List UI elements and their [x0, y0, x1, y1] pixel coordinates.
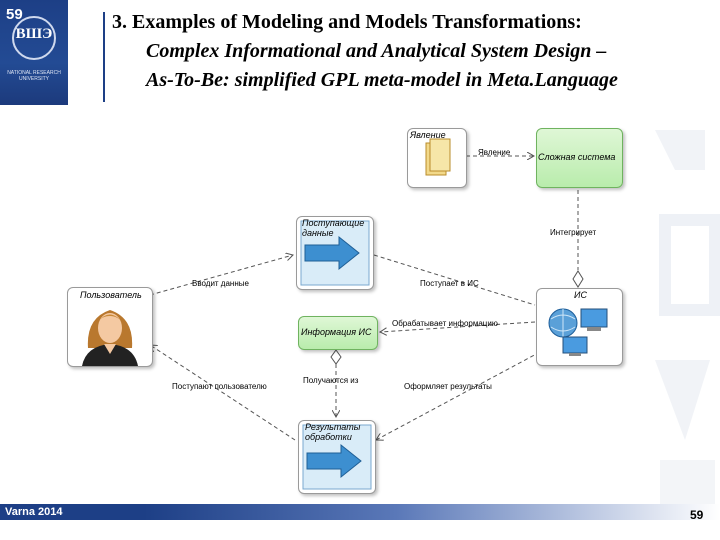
results-label: Результаты обработки [305, 422, 361, 442]
arrow-right-icon [302, 424, 372, 490]
watermark-decoration [655, 130, 720, 505]
page-number: 59 [690, 508, 704, 522]
incoming-data-label: Поступающие данные [302, 218, 365, 238]
footer-text: Varna 2014 [5, 506, 63, 518]
edge-is-information [380, 321, 536, 332]
aggregation-diamond-is [572, 270, 584, 288]
logo-letters: ВШЭ [15, 26, 53, 42]
edge-label-forms: Оформляет результаты [404, 382, 492, 391]
incoming-data-node[interactable] [296, 216, 374, 290]
information-label: Информация ИС [301, 327, 372, 337]
edge-label-phenomenon: Явление [478, 148, 511, 157]
edge-results-user [150, 345, 296, 441]
title-line-1: 3. Examples of Modeling and Models Trans… [112, 11, 582, 33]
complex-system-node[interactable] [536, 128, 623, 188]
edge-label-processes: Обрабатывает информацию [392, 319, 498, 328]
university-logo [12, 16, 56, 60]
edge-label-integrates: Интегрирует [550, 228, 597, 237]
logo-caption: NATIONAL RESEARCH UNIVERSITY [7, 70, 61, 82]
title-line-2: Complex Informational and Analytical Sys… [146, 40, 607, 62]
edge-label-obtained: Получаются из [303, 376, 359, 385]
edge-label-delivered: Поступают пользователю [172, 382, 267, 391]
user-label: Пользователь [80, 290, 142, 300]
is-label: ИС [574, 290, 587, 300]
complex-system-label: Сложная система [538, 152, 616, 162]
is-node[interactable] [536, 288, 623, 366]
user-node[interactable] [67, 287, 153, 367]
user-avatar-icon [82, 310, 138, 366]
slide-title: 3. Examples of Modeling and Models Trans… [112, 8, 717, 95]
document-icon [425, 138, 451, 176]
slide-number-top: 59 [6, 6, 23, 23]
title-line-3: As-To-Be: simplified GPL meta-model in M… [146, 69, 618, 91]
arrow-right-icon [300, 220, 370, 286]
edge-label-enters-data: Вводит данные [192, 279, 249, 288]
phenomenon-node[interactable] [407, 128, 467, 188]
edge-is-results [376, 351, 541, 440]
information-node[interactable] [298, 316, 378, 350]
edge-user-incoming [149, 255, 293, 296]
title-divider [103, 12, 105, 102]
network-computers-icon [548, 308, 608, 356]
edge-incoming-is [373, 254, 536, 306]
results-node[interactable] [298, 420, 376, 494]
phenomenon-label: Явление [410, 130, 446, 140]
aggregation-diamond-information [330, 349, 342, 365]
footer-bar [0, 504, 720, 520]
edge-label-enters-is: Поступает в ИС [420, 279, 479, 288]
